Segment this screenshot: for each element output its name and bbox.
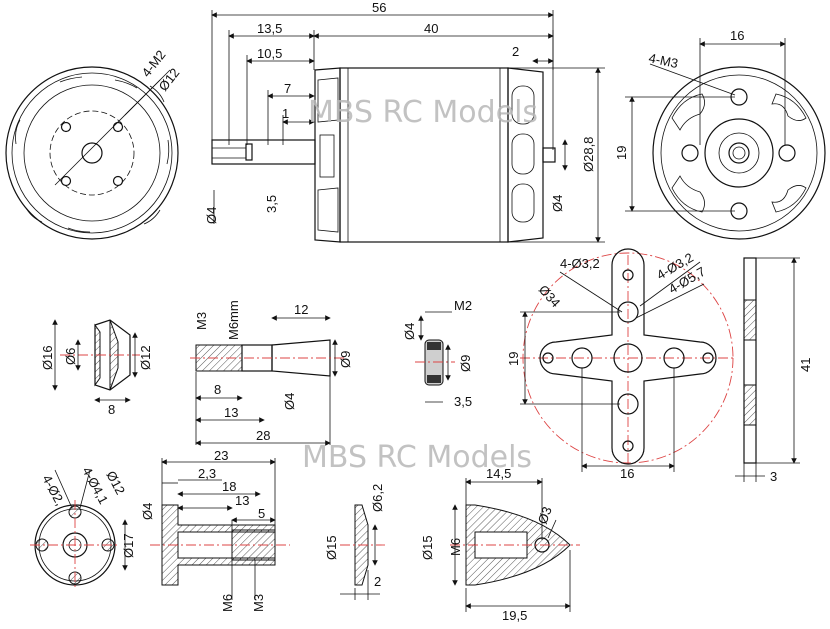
dim-adapter-od: Ø16 — [40, 345, 55, 370]
hub-shaft-part — [150, 458, 290, 600]
hub-part — [30, 469, 128, 590]
dim-adapter-len: 8 — [108, 402, 115, 417]
dim-prop-d4: Ø4 — [282, 393, 297, 410]
adapter-part — [52, 319, 140, 403]
dim-washer-2: 2 — [374, 574, 381, 589]
dim-collar-d4: Ø4 — [402, 323, 417, 340]
dim-mount-3: 3 — [770, 469, 777, 484]
dim-spinner-19-5: 19,5 — [502, 608, 527, 623]
label-hub-holes-a: 4-Ø2, — [39, 472, 68, 508]
watermark-bottom: MBS RC Models — [302, 440, 532, 475]
label-spinner-m6: M6 — [448, 538, 463, 556]
dim-prop-8: 8 — [214, 382, 221, 397]
label-mount-holes-a: 4-Ø3,2 — [560, 256, 600, 271]
dim-rear-2: 2 — [512, 44, 519, 59]
label-front-circle: Ø12 — [156, 65, 183, 94]
dim-mount-41: 41 — [798, 358, 813, 372]
dim-prop-28: 28 — [256, 428, 270, 443]
dim-prop-12: 12 — [294, 302, 308, 317]
dim-prop-13: 13 — [224, 405, 238, 420]
dim-shaft2-18: 18 — [222, 479, 236, 494]
dim-1: 1 — [282, 106, 289, 121]
dim-rear-shaft-dia: Ø4 — [550, 195, 565, 212]
watermark-top: MBS RC Models — [308, 95, 538, 130]
label-shaft2-m6: M6 — [220, 594, 235, 612]
label-prop-m6: M6mm — [226, 300, 241, 340]
dim-rear-16: 16 — [730, 28, 744, 43]
dim-shaft2-5: 5 — [258, 506, 265, 521]
label-rear-bolts: 4-M3 — [647, 50, 679, 71]
collar-part — [415, 311, 455, 403]
dim-13-5: 13,5 — [257, 21, 282, 36]
dim-7: 7 — [284, 81, 291, 96]
label-hub-holes-b: 4-Ø4,1 — [79, 464, 111, 506]
dim-mount-circle: Ø34 — [536, 282, 564, 310]
dim-10-5: 10,5 — [257, 46, 282, 61]
washer-part — [340, 504, 385, 600]
dim-collar-d9: Ø9 — [458, 355, 473, 372]
dim-body-length: 40 — [424, 21, 438, 36]
dim-spinner-d15: Ø15 — [420, 535, 435, 560]
motor-rear-view — [625, 38, 826, 240]
dim-shaft2-13: 13 — [235, 493, 249, 508]
cross-mount-side — [735, 257, 800, 482]
dim-adapter-d2: Ø12 — [138, 345, 153, 370]
dim-spinner-d3: Ø3 — [535, 505, 555, 526]
dim-shaft-dia: Ø4 — [204, 207, 219, 224]
cross-mount-front — [520, 248, 735, 472]
dim-overall-length: 56 — [372, 0, 386, 15]
motor-front-view — [5, 66, 179, 240]
dim-mount-19: 19 — [506, 352, 521, 366]
label-prop-m3: M3 — [194, 312, 209, 330]
dim-collar-3-5: 3,5 — [454, 394, 472, 409]
dim-adapter-id: Ø6 — [63, 348, 78, 365]
spinner-part — [450, 478, 580, 612]
dim-prop-d9: Ø9 — [338, 351, 353, 368]
dim-3-5: 3,5 — [264, 195, 279, 213]
dim-washer-d15: Ø15 — [324, 535, 339, 560]
dim-mount-16: 16 — [620, 466, 634, 481]
dim-shaft2-23: 23 — [214, 448, 228, 463]
dim-hub-d17: Ø17 — [121, 533, 136, 558]
dim-spinner-14-5: 14,5 — [486, 466, 511, 481]
dim-shaft2-d4: Ø4 — [140, 503, 155, 520]
label-collar-m2: M2 — [454, 298, 472, 313]
prop-adapter-part — [190, 315, 345, 446]
dim-washer-d6-2: Ø6,2 — [370, 484, 385, 512]
dim-shaft2-2-3: 2,3 — [198, 466, 216, 481]
label-shaft2-m3: M3 — [251, 594, 266, 612]
motor-side-view — [211, 10, 605, 243]
dim-rear-19: 19 — [614, 146, 629, 160]
dim-body-dia: Ø28,8 — [581, 137, 596, 172]
